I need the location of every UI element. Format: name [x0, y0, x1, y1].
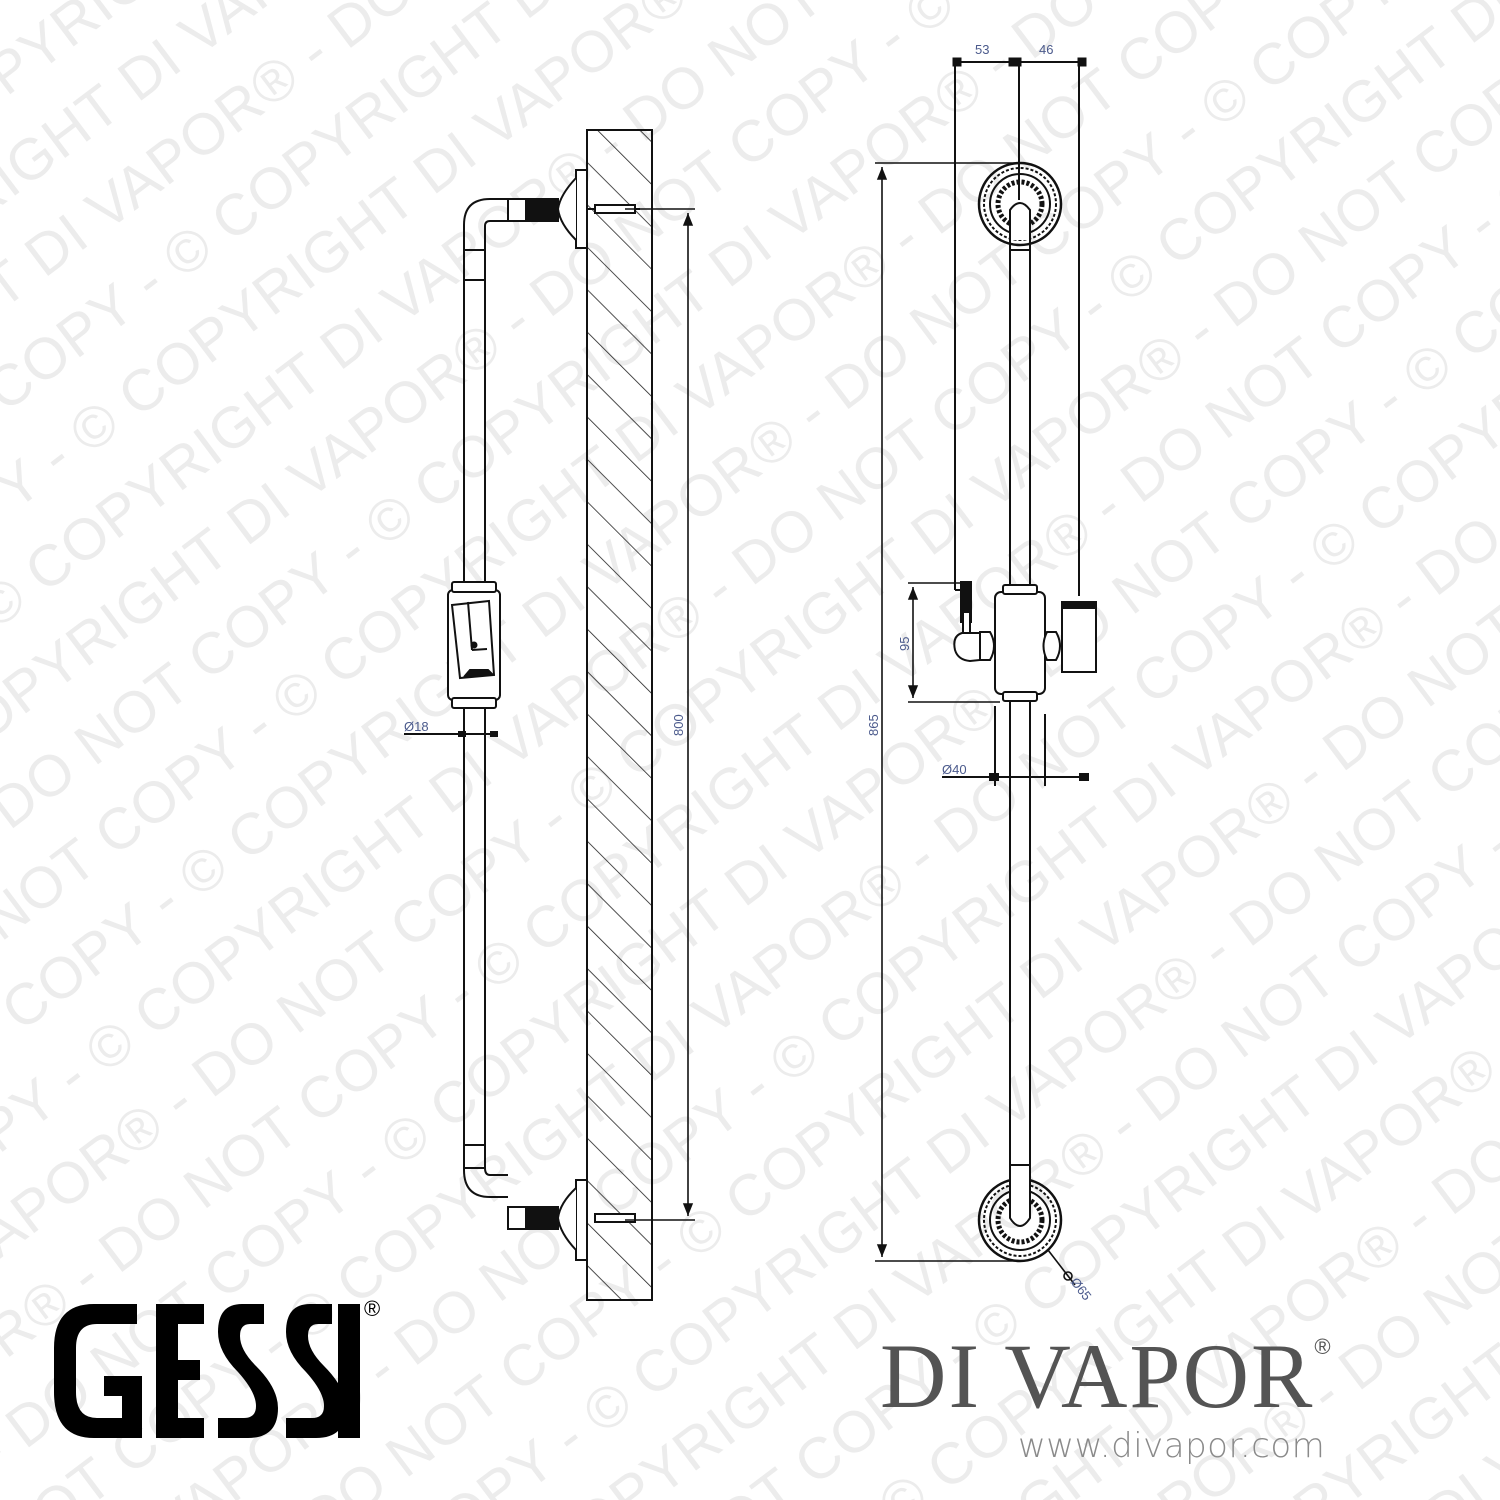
bar-diameter-label: Ø18: [404, 719, 429, 734]
side-view: Ø18 800: [404, 129, 695, 1301]
slider-diameter-label: Ø40: [942, 762, 967, 777]
slider-side: [447, 581, 501, 709]
front-view: 53 46 865 95: [866, 42, 1097, 1303]
overall-height-dimension: [875, 162, 1020, 1262]
bracket-spacing-dimension: [625, 208, 695, 1221]
slider-height-dimension: [907, 582, 1000, 703]
slide-bar-front: [1009, 210, 1031, 1200]
offset-right-label: 46: [1039, 42, 1053, 57]
divapor-name: DI VAPOR: [880, 1325, 1315, 1427]
gessi-logo: ®: [42, 1290, 392, 1450]
gessi-registered-mark: ®: [364, 1296, 381, 1321]
offset-dimension: [952, 57, 1087, 596]
bracket-spacing-label: 800: [671, 714, 686, 736]
overall-height-label: 865: [866, 714, 881, 736]
divapor-wordmark: DI VAPOR®: [880, 1330, 1480, 1422]
divapor-website: www.divapor.com: [1018, 1426, 1326, 1466]
bracket-diameter-leader: [1047, 1249, 1076, 1286]
offset-left-label: 53: [975, 42, 989, 57]
bottom-wall-bracket: [507, 1179, 636, 1261]
slider-diameter-dimension: [942, 706, 1089, 786]
bottom-rosette: [977, 1170, 1063, 1263]
bar-diameter-dimension: Ø18: [404, 719, 498, 737]
top-wall-bracket: [507, 169, 640, 249]
gessi-wordmark: [54, 1304, 360, 1438]
slider-front: [953, 581, 1097, 702]
wall-section: [586, 129, 653, 1301]
slider-height-label: 95: [897, 637, 912, 651]
divapor-logo: DI VAPOR® www.divapor.com: [880, 1330, 1480, 1466]
divapor-registered-mark: ®: [1314, 1334, 1333, 1359]
